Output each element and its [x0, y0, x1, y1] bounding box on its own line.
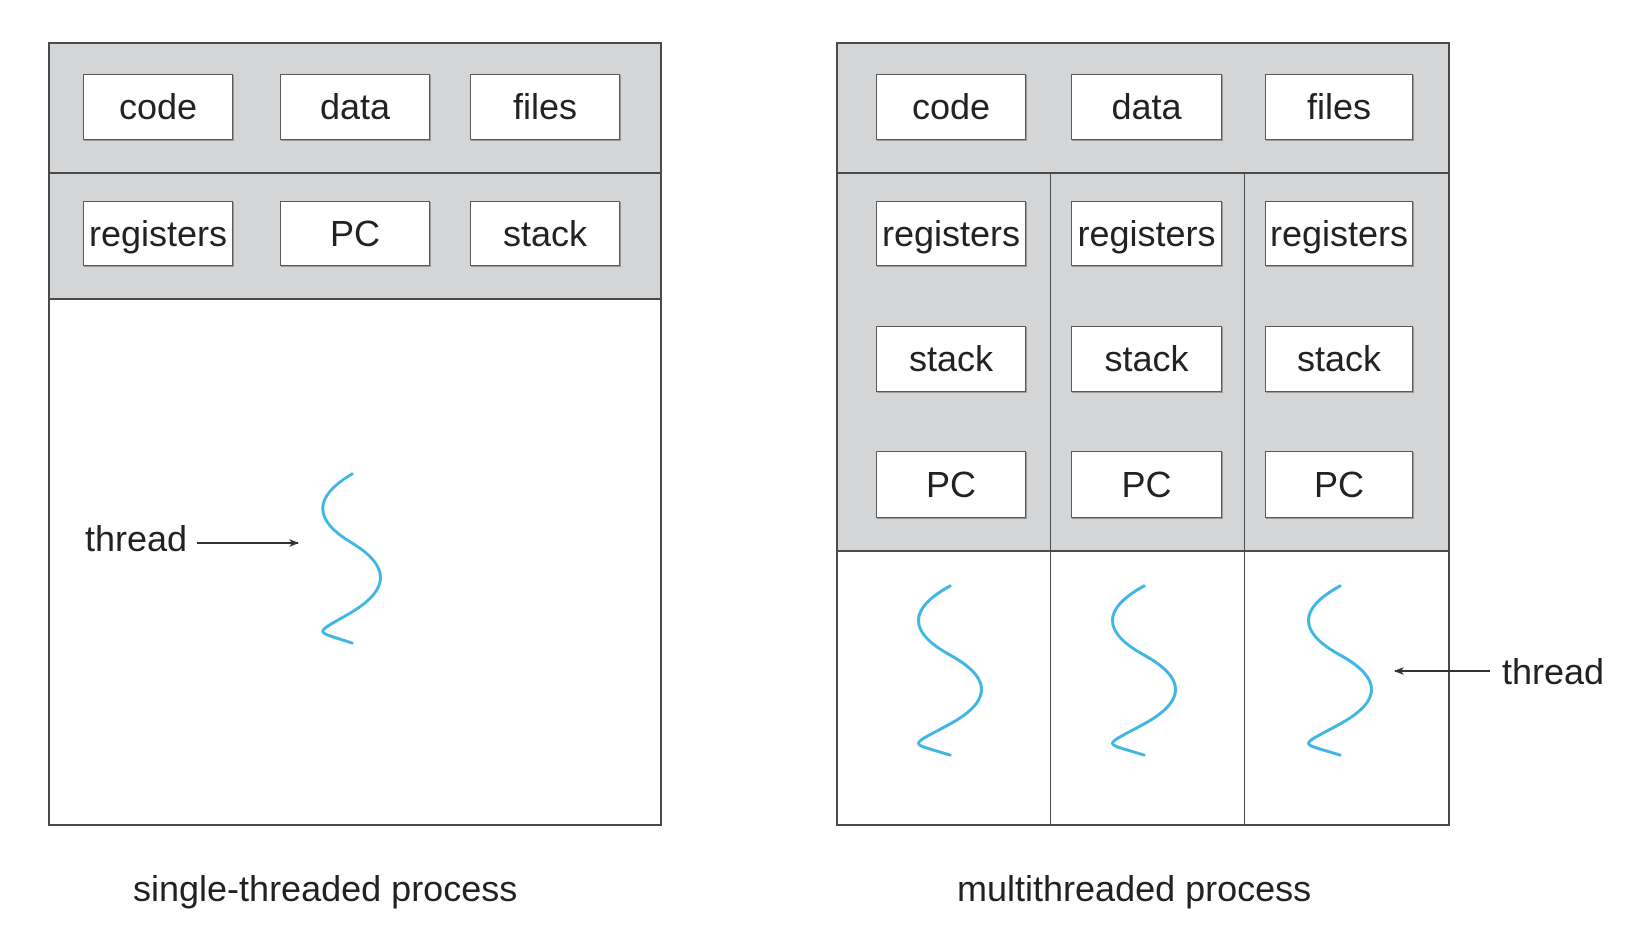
thread-label: thread [85, 518, 188, 559]
thread-2-registers-box: registers [1071, 201, 1222, 266]
thread-2-stack-box: stack [1071, 326, 1222, 392]
thread-2-pc-box: PC [1071, 451, 1222, 518]
registers-box: registers [83, 201, 233, 266]
data-box: data [1071, 74, 1222, 140]
single-threaded-process [48, 42, 662, 826]
thread-3-stack-box: stack [1265, 326, 1413, 392]
pc-box: PC [280, 201, 430, 266]
files-box: files [1265, 74, 1413, 140]
data-box: data [280, 74, 430, 140]
code-box: code [83, 74, 233, 140]
thread-1-stack-box: stack [876, 326, 1026, 392]
multithreaded-caption: multithreaded process [957, 868, 1312, 909]
files-box: files [470, 74, 620, 140]
thread-1-registers-box: registers [876, 201, 1026, 266]
thread-1-pc-box: PC [876, 451, 1026, 518]
code-box: code [876, 74, 1026, 140]
thread-3-pc-box: PC [1265, 451, 1413, 518]
multithreaded-process [836, 42, 1450, 826]
stack-box: stack [470, 201, 620, 266]
thread-divider [1050, 174, 1051, 824]
thread-label: thread [1502, 651, 1605, 692]
single-threaded-caption: single-threaded process [133, 868, 518, 909]
thread-3-registers-box: registers [1265, 201, 1413, 266]
thread-divider [1244, 174, 1245, 824]
